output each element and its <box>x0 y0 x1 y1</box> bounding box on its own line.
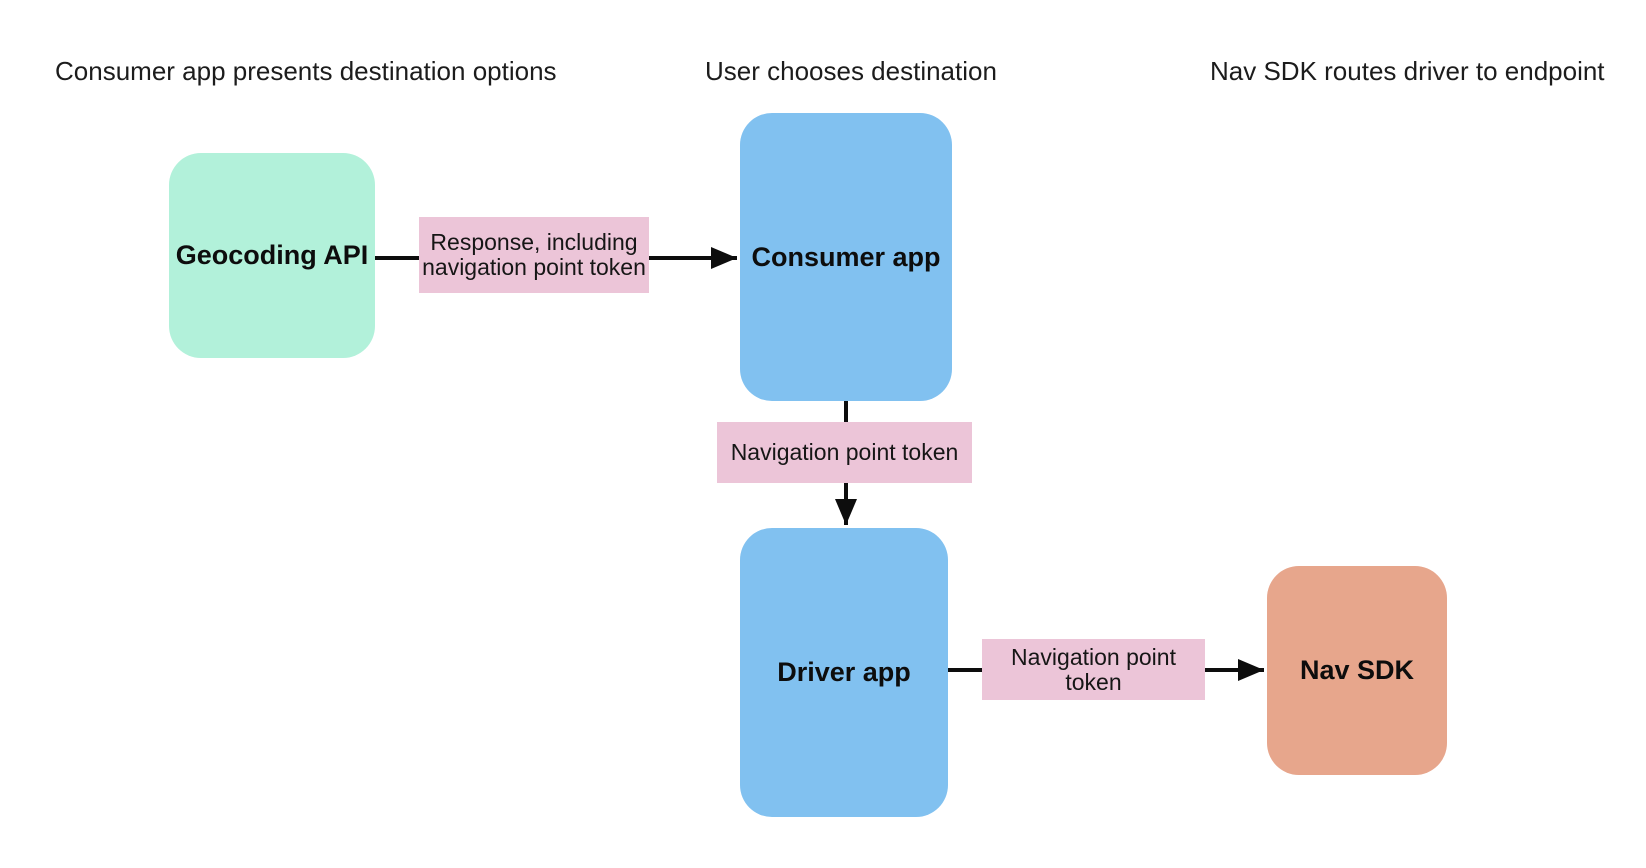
node-geocoding-api-label: Geocoding API <box>175 240 369 270</box>
edge-label-response-including-token: Response, including navigation point tok… <box>419 217 649 293</box>
stage-label-consumer-presents: Consumer app presents destination option… <box>55 56 557 86</box>
node-consumer-app: Consumer app <box>740 113 952 401</box>
node-nav-sdk: Nav SDK <box>1267 566 1447 775</box>
stage-label-user-chooses: User chooses destination <box>705 56 997 86</box>
node-consumer-app-label: Consumer app <box>751 241 941 272</box>
node-nav-sdk-label: Nav SDK <box>1299 655 1415 685</box>
node-driver-app: Driver app <box>740 528 948 817</box>
edge-label-navigation-point-token-2: Navigation point token <box>982 639 1205 700</box>
node-driver-app-label: Driver app <box>777 657 911 687</box>
stage-label-navsdk-routes: Nav SDK routes driver to endpoint <box>1210 56 1605 86</box>
edge-label-navigation-point-token-1: Navigation point token <box>717 422 972 483</box>
node-geocoding-api: Geocoding API <box>169 153 375 358</box>
